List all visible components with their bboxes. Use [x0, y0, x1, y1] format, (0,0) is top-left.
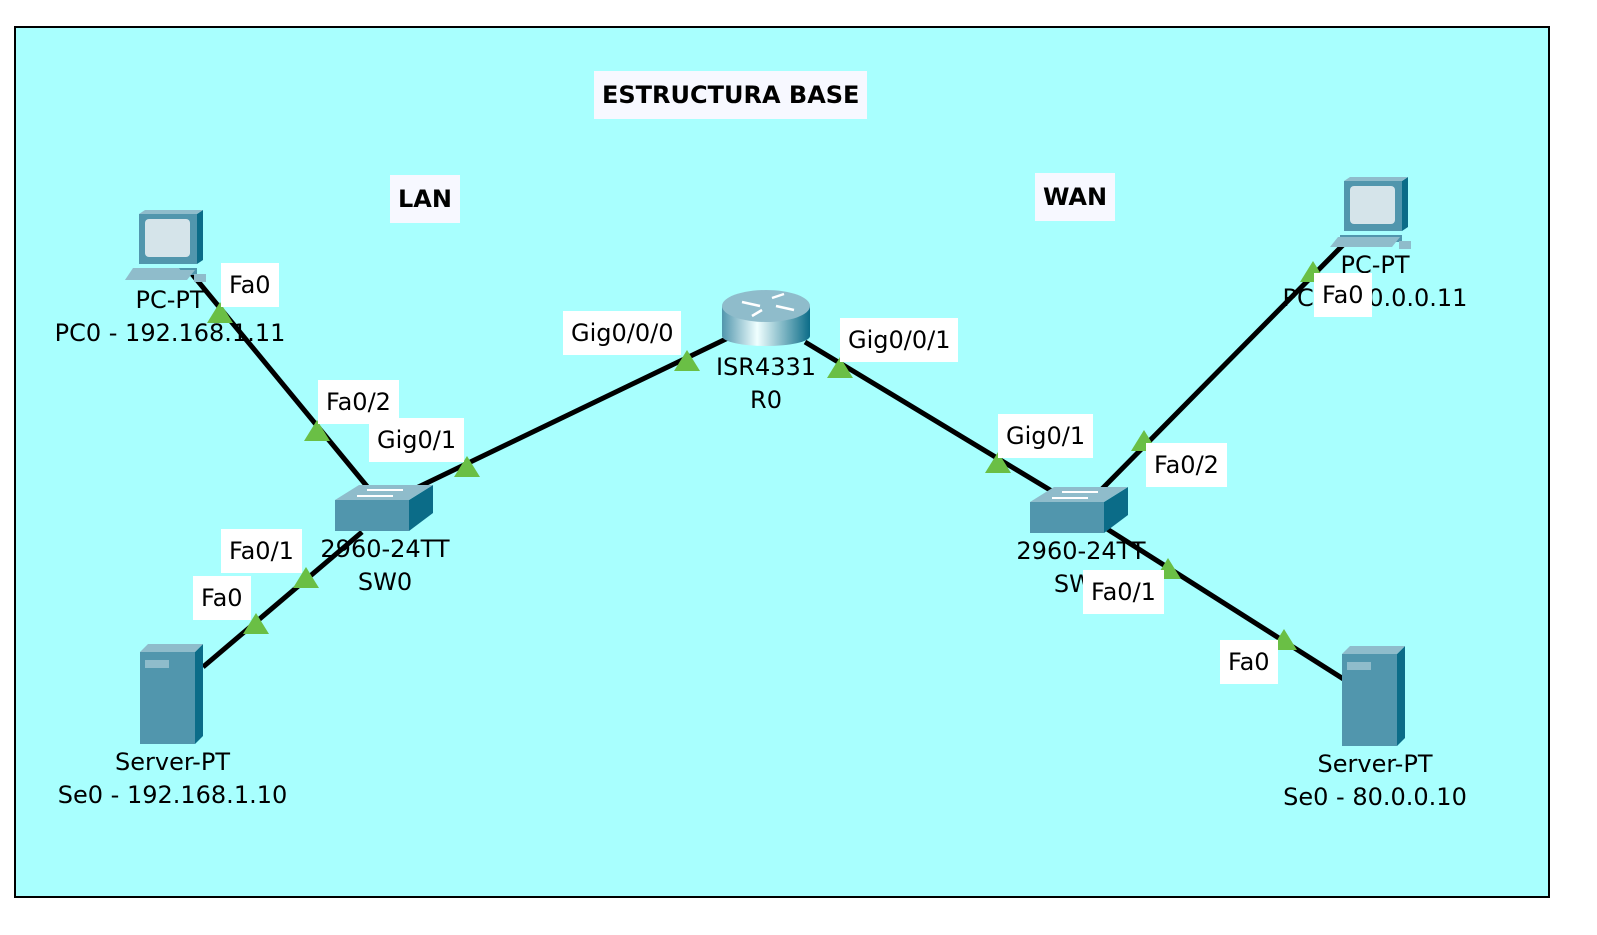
server-icon[interactable] [1342, 646, 1405, 746]
port-status-icon [454, 456, 480, 477]
device-model: 2960-24TT [320, 535, 450, 563]
port-label: Fa0/1 [221, 529, 302, 573]
pc-icon[interactable] [125, 210, 206, 282]
device-name: R0 [750, 386, 782, 414]
port-label: Gig0/0/0 [563, 311, 682, 355]
port-status-icon [304, 420, 330, 441]
device-name: SW0 [357, 568, 413, 596]
device-name: Se0 - 80.0.0.10 [1283, 783, 1467, 811]
device-name: Se0 - 192.168.1.10 [57, 781, 288, 809]
port-label: Fa0 [1314, 273, 1372, 317]
port-status-icon [207, 302, 233, 323]
zone-label-wan: WAN [1035, 173, 1116, 221]
device-label-server-lan: Server-PT Se0 - 192.168.1.10 [40, 746, 305, 812]
device-name: PC0 - 192.168.1.11 [54, 319, 286, 347]
link-server-sw0[interactable] [201, 530, 364, 669]
port-label: Fa0/2 [1146, 443, 1227, 487]
port-status-icon [293, 567, 319, 588]
device-model: ISR4331 [715, 353, 817, 381]
port-label: Fa0/1 [1083, 570, 1164, 614]
port-status-icon [243, 613, 269, 634]
port-label: Gig0/0/1 [840, 318, 959, 362]
pc-icon[interactable] [1330, 177, 1411, 249]
switch-icon[interactable] [335, 485, 433, 531]
device-label-pc0: PC-PT PC0 - 192.168.1.11 [40, 284, 300, 350]
link-sw1-server[interactable] [1102, 524, 1347, 683]
port-status-icon [827, 357, 853, 378]
port-label: Fa0 [193, 576, 251, 620]
port-label: Fa0 [1220, 640, 1278, 684]
link-sw0-r0[interactable] [406, 335, 730, 495]
device-label-server-wan: Server-PT Se0 - 80.0.0.10 [1270, 748, 1480, 814]
port-label: Fa0 [221, 263, 279, 307]
device-model: PC-PT [135, 286, 205, 314]
device-model: Server-PT [1317, 750, 1433, 778]
port-label: Gig0/1 [998, 414, 1094, 458]
diagram-title: ESTRUCTURA BASE [594, 71, 868, 119]
device-name: PC0 - 80.0.0.11 [1282, 284, 1468, 312]
device-label-pc1: PC-PT PC0 - 80.0.0.11 [1270, 249, 1480, 315]
device-model: Server-PT [115, 748, 230, 776]
server-icon[interactable] [140, 644, 203, 744]
switch-icon[interactable] [1030, 487, 1128, 533]
device-label-r0: ISR4331 R0 [696, 351, 836, 417]
link-r0-sw1[interactable] [803, 339, 1062, 499]
device-model: 2960-24TT [1016, 537, 1146, 565]
port-label: Gig0/1 [369, 418, 465, 462]
port-status-icon [674, 350, 700, 371]
device-label-sw0: 2960-24TT SW0 [300, 533, 470, 599]
port-label: Fa0/2 [318, 380, 399, 424]
topology-canvas [14, 26, 1550, 898]
port-status-icon [985, 452, 1011, 473]
link-sw1-pc1[interactable] [1096, 243, 1345, 495]
device-model: PC-PT [1340, 251, 1410, 279]
router-icon[interactable] [722, 290, 810, 346]
zone-label-lan: LAN [390, 175, 460, 223]
